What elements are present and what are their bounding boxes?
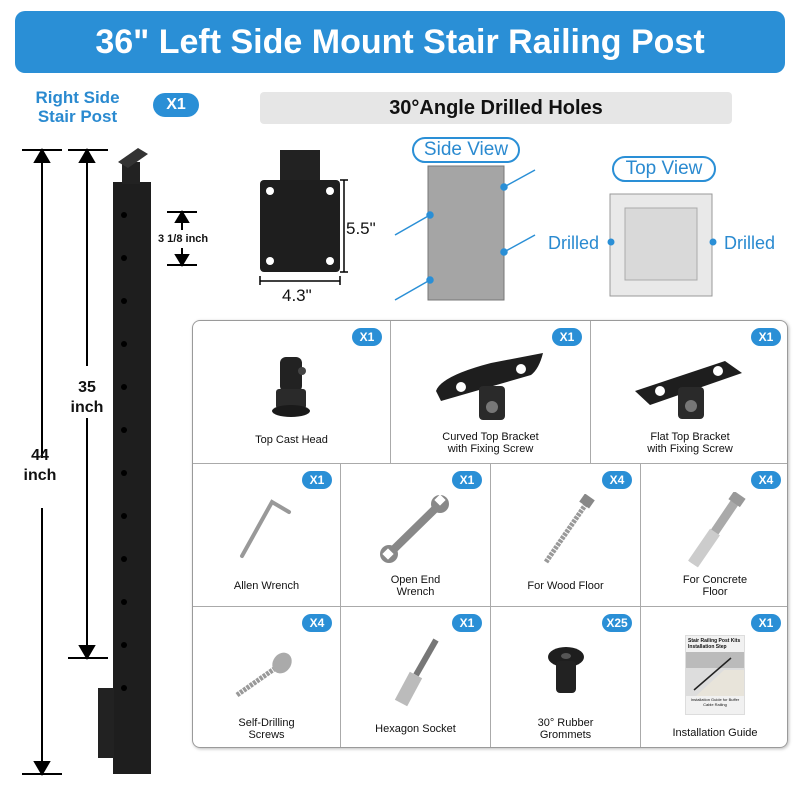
part-label: Top Cast Head bbox=[255, 434, 328, 446]
allen-wrench-icon bbox=[239, 499, 291, 558]
plate-width-label: 4.3" bbox=[282, 286, 312, 305]
plate-height-label: 5.5" bbox=[346, 219, 376, 238]
inner-height-unit: inch bbox=[70, 399, 104, 416]
drilled-left-label: Drilled bbox=[548, 233, 600, 253]
part-label-line1: Flat Top Bracket bbox=[650, 431, 730, 443]
part-label-line1: Self-Drilling bbox=[238, 717, 295, 729]
stairs-photo bbox=[686, 652, 744, 696]
part-wood-screw: X4 For Wood Floor bbox=[491, 464, 641, 607]
part-label-line1: Curved Top Bracket bbox=[442, 431, 539, 443]
part-label-line2: with Fixing Screw bbox=[447, 443, 534, 455]
post-diagram bbox=[22, 148, 197, 776]
part-label: Installation Guide bbox=[672, 727, 758, 739]
top-view-label: Top View bbox=[612, 156, 716, 182]
part-label: Allen Wrench bbox=[233, 580, 300, 592]
part-allen-wrench: X1 Allen Wrench bbox=[193, 464, 341, 607]
part-hexagon-socket: X1 Hexagon Socket bbox=[341, 607, 491, 747]
curved-bracket-icon bbox=[435, 353, 543, 420]
qty-badge: X1 bbox=[552, 328, 582, 346]
part-label-line1: 30° Rubber bbox=[537, 717, 594, 729]
part-label: Hexagon Socket bbox=[375, 723, 456, 735]
part-label-line2: Wrench bbox=[396, 586, 435, 598]
qty-badge: X4 bbox=[602, 471, 632, 489]
inner-height-value: 35 bbox=[78, 379, 96, 396]
part-top-cast-head: X1 Top Cast Head bbox=[193, 321, 391, 464]
part-label-line1: Open End bbox=[390, 574, 441, 586]
top-view-diagram bbox=[607, 193, 717, 297]
page-title: 36" Left Side Mount Stair Railing Post bbox=[15, 11, 785, 73]
lag-screw-icon bbox=[543, 494, 595, 564]
guide-cover-title-line1: Stair Railing Post Kits bbox=[688, 638, 741, 644]
side-view-label: Side View bbox=[412, 137, 520, 163]
post-label-line2: Stair Post bbox=[37, 107, 118, 126]
side-view-diagram bbox=[394, 165, 536, 301]
part-label-line2: Floor bbox=[702, 586, 728, 598]
qty-badge: X1 bbox=[302, 471, 332, 489]
anchor-bolt-icon bbox=[688, 492, 746, 568]
post-qty-badge: X1 bbox=[153, 93, 199, 117]
qty-badge: X1 bbox=[751, 328, 781, 346]
part-label-line2: Screws bbox=[248, 729, 285, 741]
post-label: Right Side Stair Post bbox=[20, 88, 135, 126]
inner-height-label: 35 inch bbox=[62, 378, 112, 418]
qty-badge: X1 bbox=[452, 471, 482, 489]
qty-badge: X25 bbox=[602, 614, 632, 632]
part-label: For Wood Floor bbox=[527, 580, 604, 592]
hex-socket-icon bbox=[394, 638, 439, 707]
outer-height-value: 44 bbox=[31, 447, 49, 464]
outer-height-label: 44 inch bbox=[15, 446, 65, 486]
qty-badge: X1 bbox=[751, 614, 781, 632]
outer-height-unit: inch bbox=[23, 467, 57, 484]
flat-bracket-icon bbox=[635, 361, 742, 419]
post-label-line1: Right Side bbox=[35, 88, 120, 107]
part-label-line2: Grommets bbox=[539, 729, 592, 741]
drilled-right-label: Drilled bbox=[724, 233, 776, 253]
drilled-holes-banner: 30°Angle Drilled Holes bbox=[260, 92, 732, 124]
part-label-line1: For Concrete bbox=[682, 574, 748, 586]
open-wrench-icon bbox=[379, 494, 449, 563]
guide-cover-title-line2: Installation Step bbox=[688, 644, 727, 650]
qty-badge: X4 bbox=[302, 614, 332, 632]
base-plate-diagram bbox=[259, 150, 348, 285]
qty-badge: X4 bbox=[751, 471, 781, 489]
hole-spacing-label: 3 1/8 inch bbox=[158, 233, 209, 245]
qty-badge: X1 bbox=[352, 328, 382, 346]
self-drilling-screw-icon bbox=[235, 652, 292, 698]
guide-cover-footer: Installation Guide for Buffer Cable Rail… bbox=[686, 696, 744, 707]
part-label-line2: with Fixing Screw bbox=[647, 443, 733, 455]
qty-badge: X1 bbox=[452, 614, 482, 632]
grommet-icon bbox=[547, 647, 584, 693]
cast-head-icon bbox=[271, 357, 310, 417]
